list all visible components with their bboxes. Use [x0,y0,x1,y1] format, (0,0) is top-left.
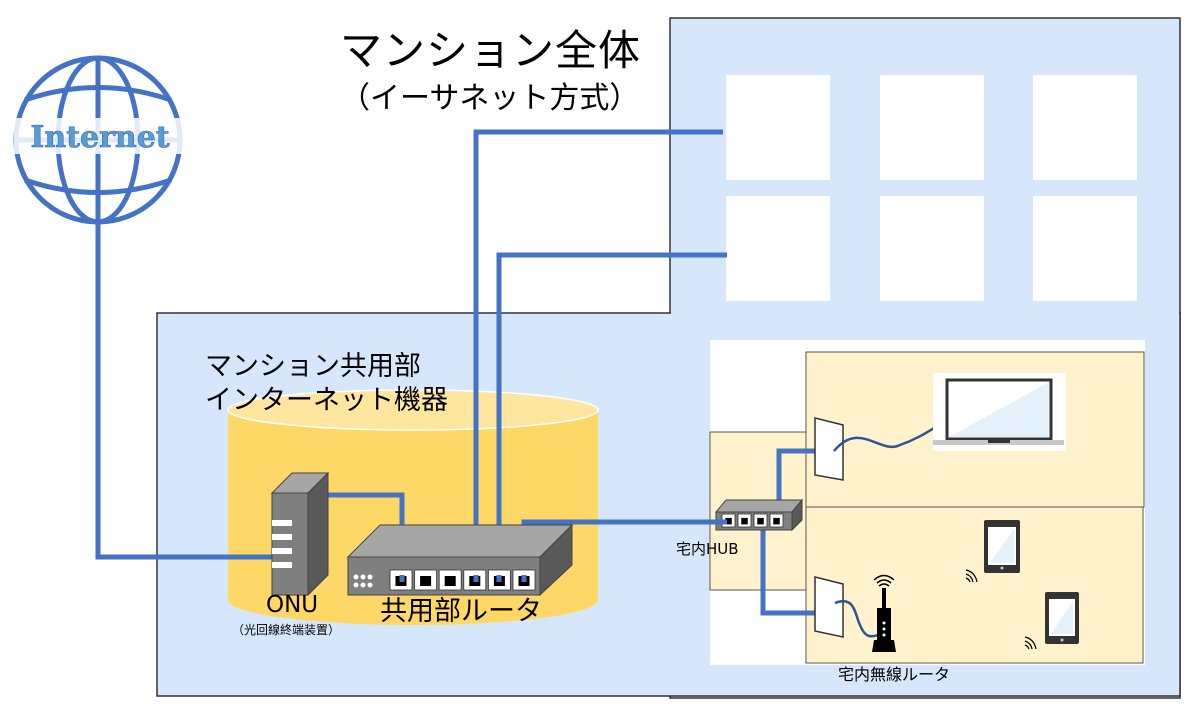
shared-router-icon [346,523,574,597]
tablet-icon [1045,592,1079,644]
onu-device-icon [270,471,330,597]
apartment-windows [726,75,1137,301]
cable-router-floor2 [496,252,727,580]
wifi-signal-icon [1024,636,1037,650]
home-hub-label: 宅内HUB [676,540,739,558]
shared-area-label-line1: マンション共用部 [205,351,421,382]
wall-outlet-icon [814,576,844,638]
port-jack [444,576,456,586]
cable-hub-outlet1 [776,448,819,520]
home-hub-icon [714,498,804,532]
window [880,75,984,180]
cable-hub-outlet2 [760,523,819,616]
port-jack [757,517,764,525]
shared-router-label: 共用部ルータ [380,596,542,627]
window [726,196,830,301]
onu-label: ONU [266,592,319,618]
building-join [671,300,1179,320]
window [1033,75,1137,180]
wall-outlet-icon [814,417,844,481]
cable-router-floor1 [473,129,723,580]
internet-label: Internet [30,120,169,155]
port-jack [420,576,432,586]
onu-sublabel: （光回線終端装置） [232,623,341,637]
shared-area-label-line2: インターネット機器 [205,385,448,416]
wifi-signal-icon [965,569,978,583]
port-jack [773,517,780,525]
diagram-title: マンション全体 [340,26,642,75]
laptop-icon [933,373,1066,451]
tablet-icon [984,520,1020,573]
port-jack [741,517,748,525]
window [1033,196,1137,301]
diagram-subtitle: （イーサネット方式） [340,81,640,116]
cable-outlet-wifi-router [834,599,885,638]
port-jack [725,517,732,525]
cable-outlet-laptop [833,420,945,452]
room-lower [805,506,1144,664]
home-wifi-router-label: 宅内無線ルータ [838,665,951,684]
wifi-router-icon [872,574,896,652]
window [880,196,984,301]
cable-internet-onu [95,222,272,560]
window [726,75,830,180]
shared-area-label: マンション共用部 インターネット機器 [205,350,448,418]
